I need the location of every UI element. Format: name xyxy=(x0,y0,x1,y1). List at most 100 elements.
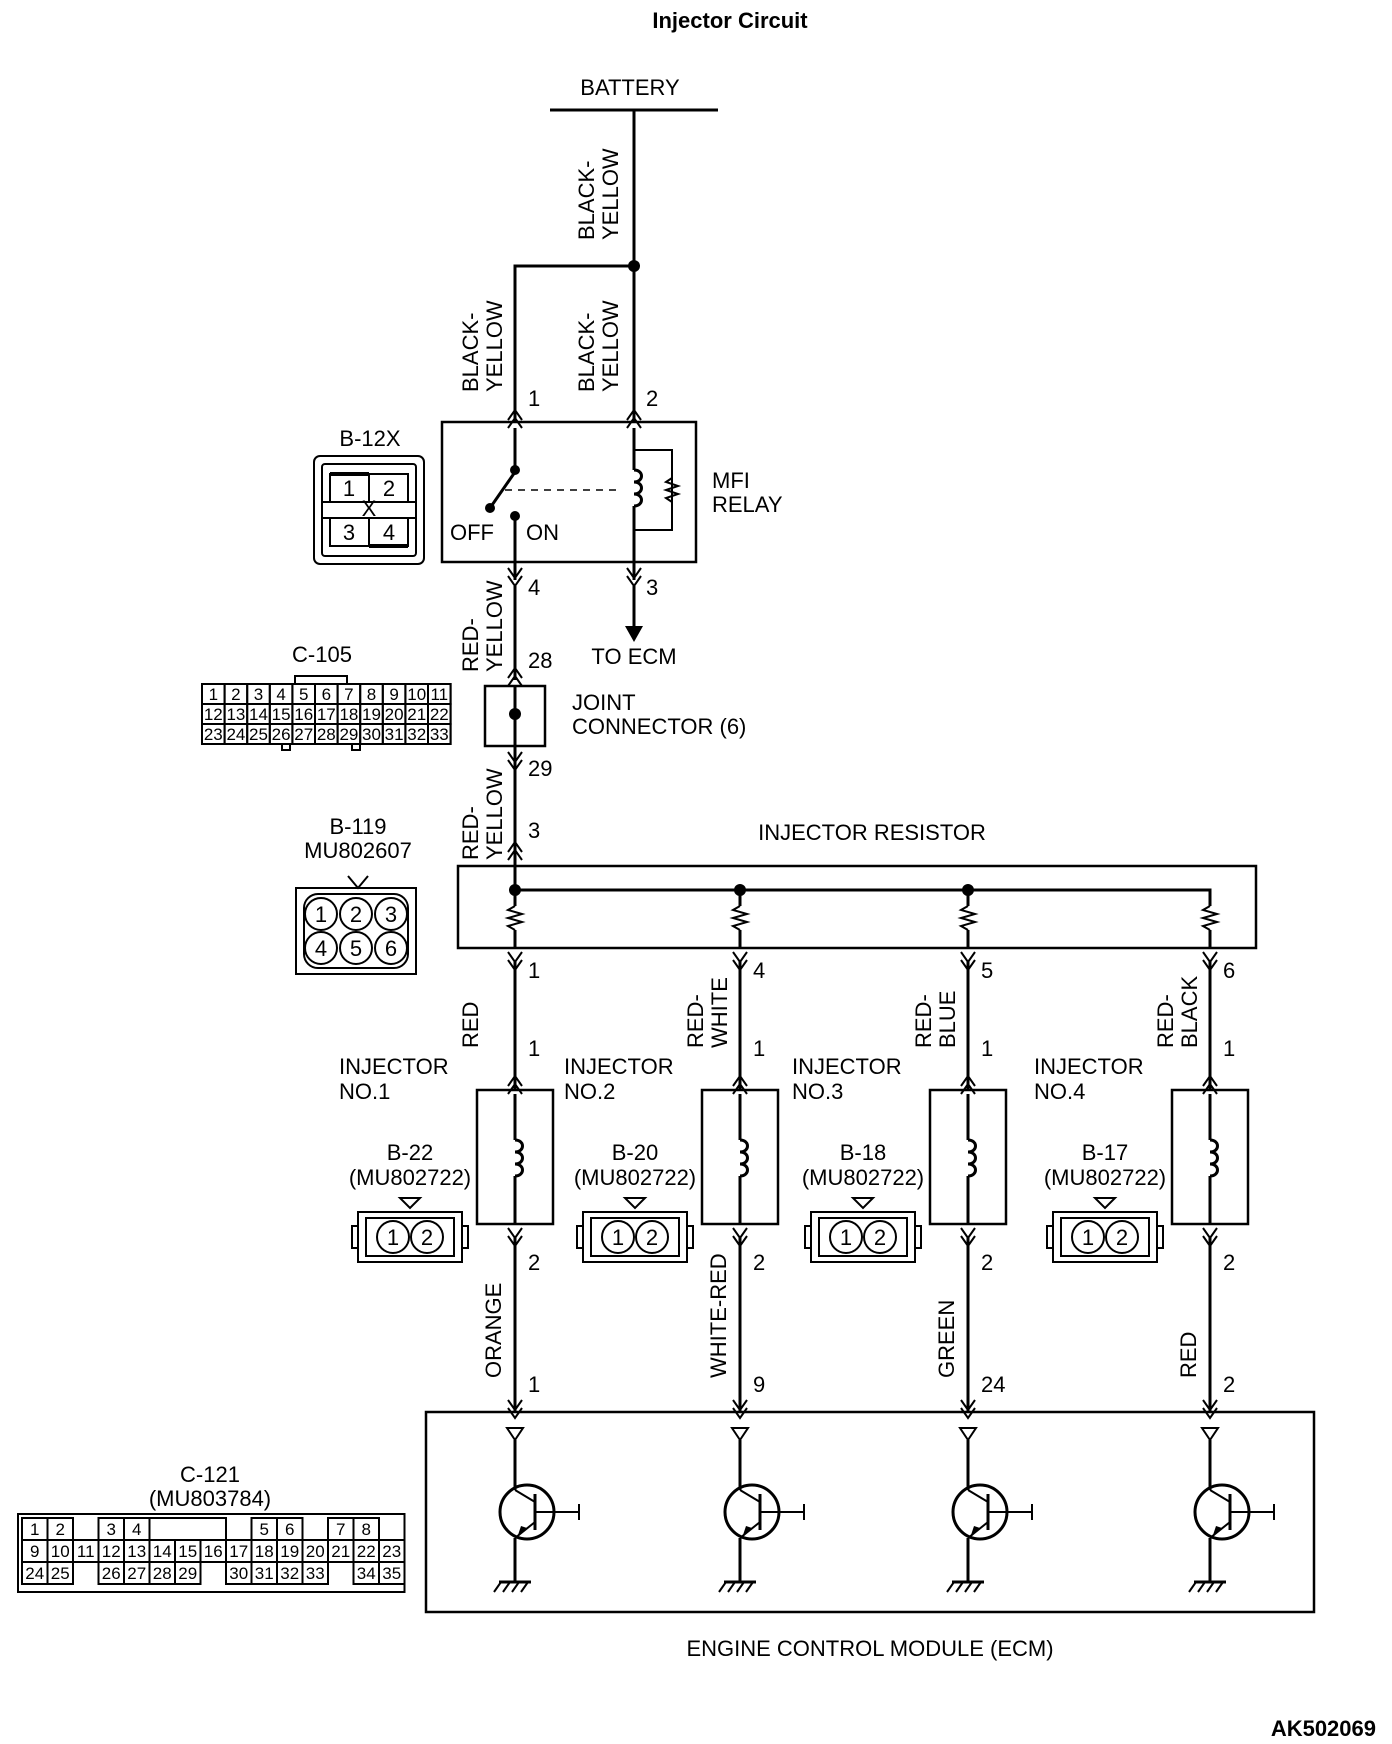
ecm-driver1-ground-hatch xyxy=(520,1581,529,1593)
resistor-out-pin1-number: 1 xyxy=(528,958,540,983)
injector1-connector-key-icon xyxy=(397,1197,423,1210)
ecm-pin3-terminal xyxy=(960,1399,976,1412)
ecm-driver4-ground-hatch xyxy=(1215,1581,1224,1593)
injector1-connector-inner xyxy=(365,1217,455,1257)
c105-pin-number: 31 xyxy=(385,725,404,744)
ecm-driver1-collector xyxy=(514,1489,536,1503)
injector1-coil-icon xyxy=(514,1138,524,1178)
c121-pin-number: 31 xyxy=(255,1564,274,1583)
ecm-driver3-ground-hatch xyxy=(955,1581,964,1593)
b119-pin-number: 5 xyxy=(350,936,362,961)
injector2-coil-icon xyxy=(739,1138,749,1178)
injector2-pin1-terminal xyxy=(732,1074,748,1087)
b12x-pin-number: 3 xyxy=(343,520,355,545)
c105-pin-number: 33 xyxy=(430,725,449,744)
relay-pin2-number: 2 xyxy=(646,386,658,411)
c105-pin-number: 18 xyxy=(339,705,358,724)
c121-pin-number: 15 xyxy=(178,1542,197,1561)
ecm-pin-2-number: 2 xyxy=(1223,1372,1235,1397)
c121-pin-number: 29 xyxy=(178,1564,197,1583)
relay-pin1-terminal-b xyxy=(507,416,523,429)
ecm-pin4-terminal xyxy=(1202,1399,1218,1412)
relay-off-label: OFF xyxy=(450,520,494,545)
b119-pin xyxy=(304,897,338,931)
wire-label-inj3_in: RED-BLUE xyxy=(911,991,960,1048)
injector1-connector-label: B-22(MU802722) xyxy=(349,1140,471,1190)
c121-pin-number: 1 xyxy=(30,1520,39,1539)
injector4-connector-inner xyxy=(1060,1217,1150,1257)
injector3-pin1-terminal xyxy=(960,1074,976,1087)
injector2-connector-lock xyxy=(686,1225,694,1249)
injector4-pin2-number: 2 xyxy=(1223,1250,1235,1275)
relay-pin4-number: 4 xyxy=(528,575,540,600)
c105-pin-number: 12 xyxy=(204,705,223,724)
relay-pin3-terminal xyxy=(626,567,642,580)
c121-pin-number: 26 xyxy=(102,1564,121,1583)
ecm-driver2-emitter-arrow-icon xyxy=(742,1526,752,1538)
c105-pin-number: 16 xyxy=(294,705,313,724)
relay-pin3-number: 3 xyxy=(646,575,658,600)
b119-key-icon xyxy=(347,875,369,890)
c105-pin-number: 6 xyxy=(322,685,331,704)
ecm-driver4-emitter-arrow-icon xyxy=(1212,1526,1222,1538)
injector3-coil-icon xyxy=(967,1138,977,1178)
c105-pin-number: 1 xyxy=(209,685,218,704)
c121-pin-number: 10 xyxy=(51,1542,70,1561)
injector4-connector-pin xyxy=(1071,1220,1105,1254)
c121-cell xyxy=(174,1561,202,1585)
relay-pin1-wire xyxy=(513,264,634,422)
c105-pin-number: 27 xyxy=(294,725,313,744)
ecm-driver1-diode-icon xyxy=(505,1427,525,1442)
battery-label: BATTERY xyxy=(580,75,680,100)
relay-pin2-terminal-b xyxy=(626,416,642,429)
c121-pin-number: 6 xyxy=(285,1520,294,1539)
c105-pin-number: 19 xyxy=(362,705,381,724)
c121-pin-number: 12 xyxy=(102,1542,121,1561)
b119-inner xyxy=(303,893,409,969)
c105-pin-number: 3 xyxy=(254,685,263,704)
c105-pin-number: 22 xyxy=(430,705,449,724)
c121-pin-number: 30 xyxy=(229,1564,248,1583)
wire-label-inj2_in: RED-WHITE xyxy=(683,977,732,1048)
c121-pin-number: 3 xyxy=(107,1520,116,1539)
injector1-connector-pin xyxy=(376,1220,410,1254)
b119-pin-number: 6 xyxy=(385,936,397,961)
b119-face xyxy=(295,887,417,975)
injector3-connector-lock xyxy=(804,1225,812,1249)
resistor-out-pin2-number: 4 xyxy=(753,958,765,983)
resistor-pin3-terminal-b xyxy=(507,848,523,861)
resistor-icon xyxy=(1199,905,1221,931)
b12x-pin-number: X xyxy=(362,496,377,521)
relay-pin1-number: 1 xyxy=(528,386,540,411)
c121-pin-number: 13 xyxy=(127,1542,146,1561)
relay-on-label: ON xyxy=(526,520,559,545)
c121-pin-number: 22 xyxy=(357,1542,376,1561)
joint-pin28-terminal-b xyxy=(507,674,523,687)
c105-pin-number: 30 xyxy=(362,725,381,744)
c121-pin-number: 20 xyxy=(306,1542,325,1561)
c121-pin-number: 9 xyxy=(30,1542,39,1561)
c121-pin-number: 35 xyxy=(382,1564,401,1583)
b12x-pin-number: 2 xyxy=(383,476,395,501)
ecm-driver4-ground-hatch xyxy=(1188,1581,1197,1593)
injector-resistor-label: INJECTOR RESISTOR xyxy=(758,820,986,845)
b12x-label: B-12X xyxy=(339,426,400,451)
c105-pin-number: 10 xyxy=(407,685,426,704)
c105-label: C-105 xyxy=(292,642,352,667)
wire-label-inj1_out: ORANGE xyxy=(481,1283,506,1378)
relay-diode-resistor-loop xyxy=(634,449,673,531)
b12x-face xyxy=(313,455,425,565)
injector4-connector-lock xyxy=(1156,1225,1164,1249)
ecm-driver3-ground-hatch xyxy=(964,1581,973,1593)
ecm-driver2-ground-hatch xyxy=(727,1581,736,1593)
injector-resistor-box xyxy=(456,864,1258,950)
c121-pin-number: 19 xyxy=(280,1542,299,1561)
c121-pin-number: 11 xyxy=(77,1542,95,1561)
b119-pin xyxy=(339,897,373,931)
relay-pin4-terminal xyxy=(507,567,523,580)
c105-cell xyxy=(427,723,452,745)
b12x-pin-number: 1 xyxy=(343,476,355,501)
